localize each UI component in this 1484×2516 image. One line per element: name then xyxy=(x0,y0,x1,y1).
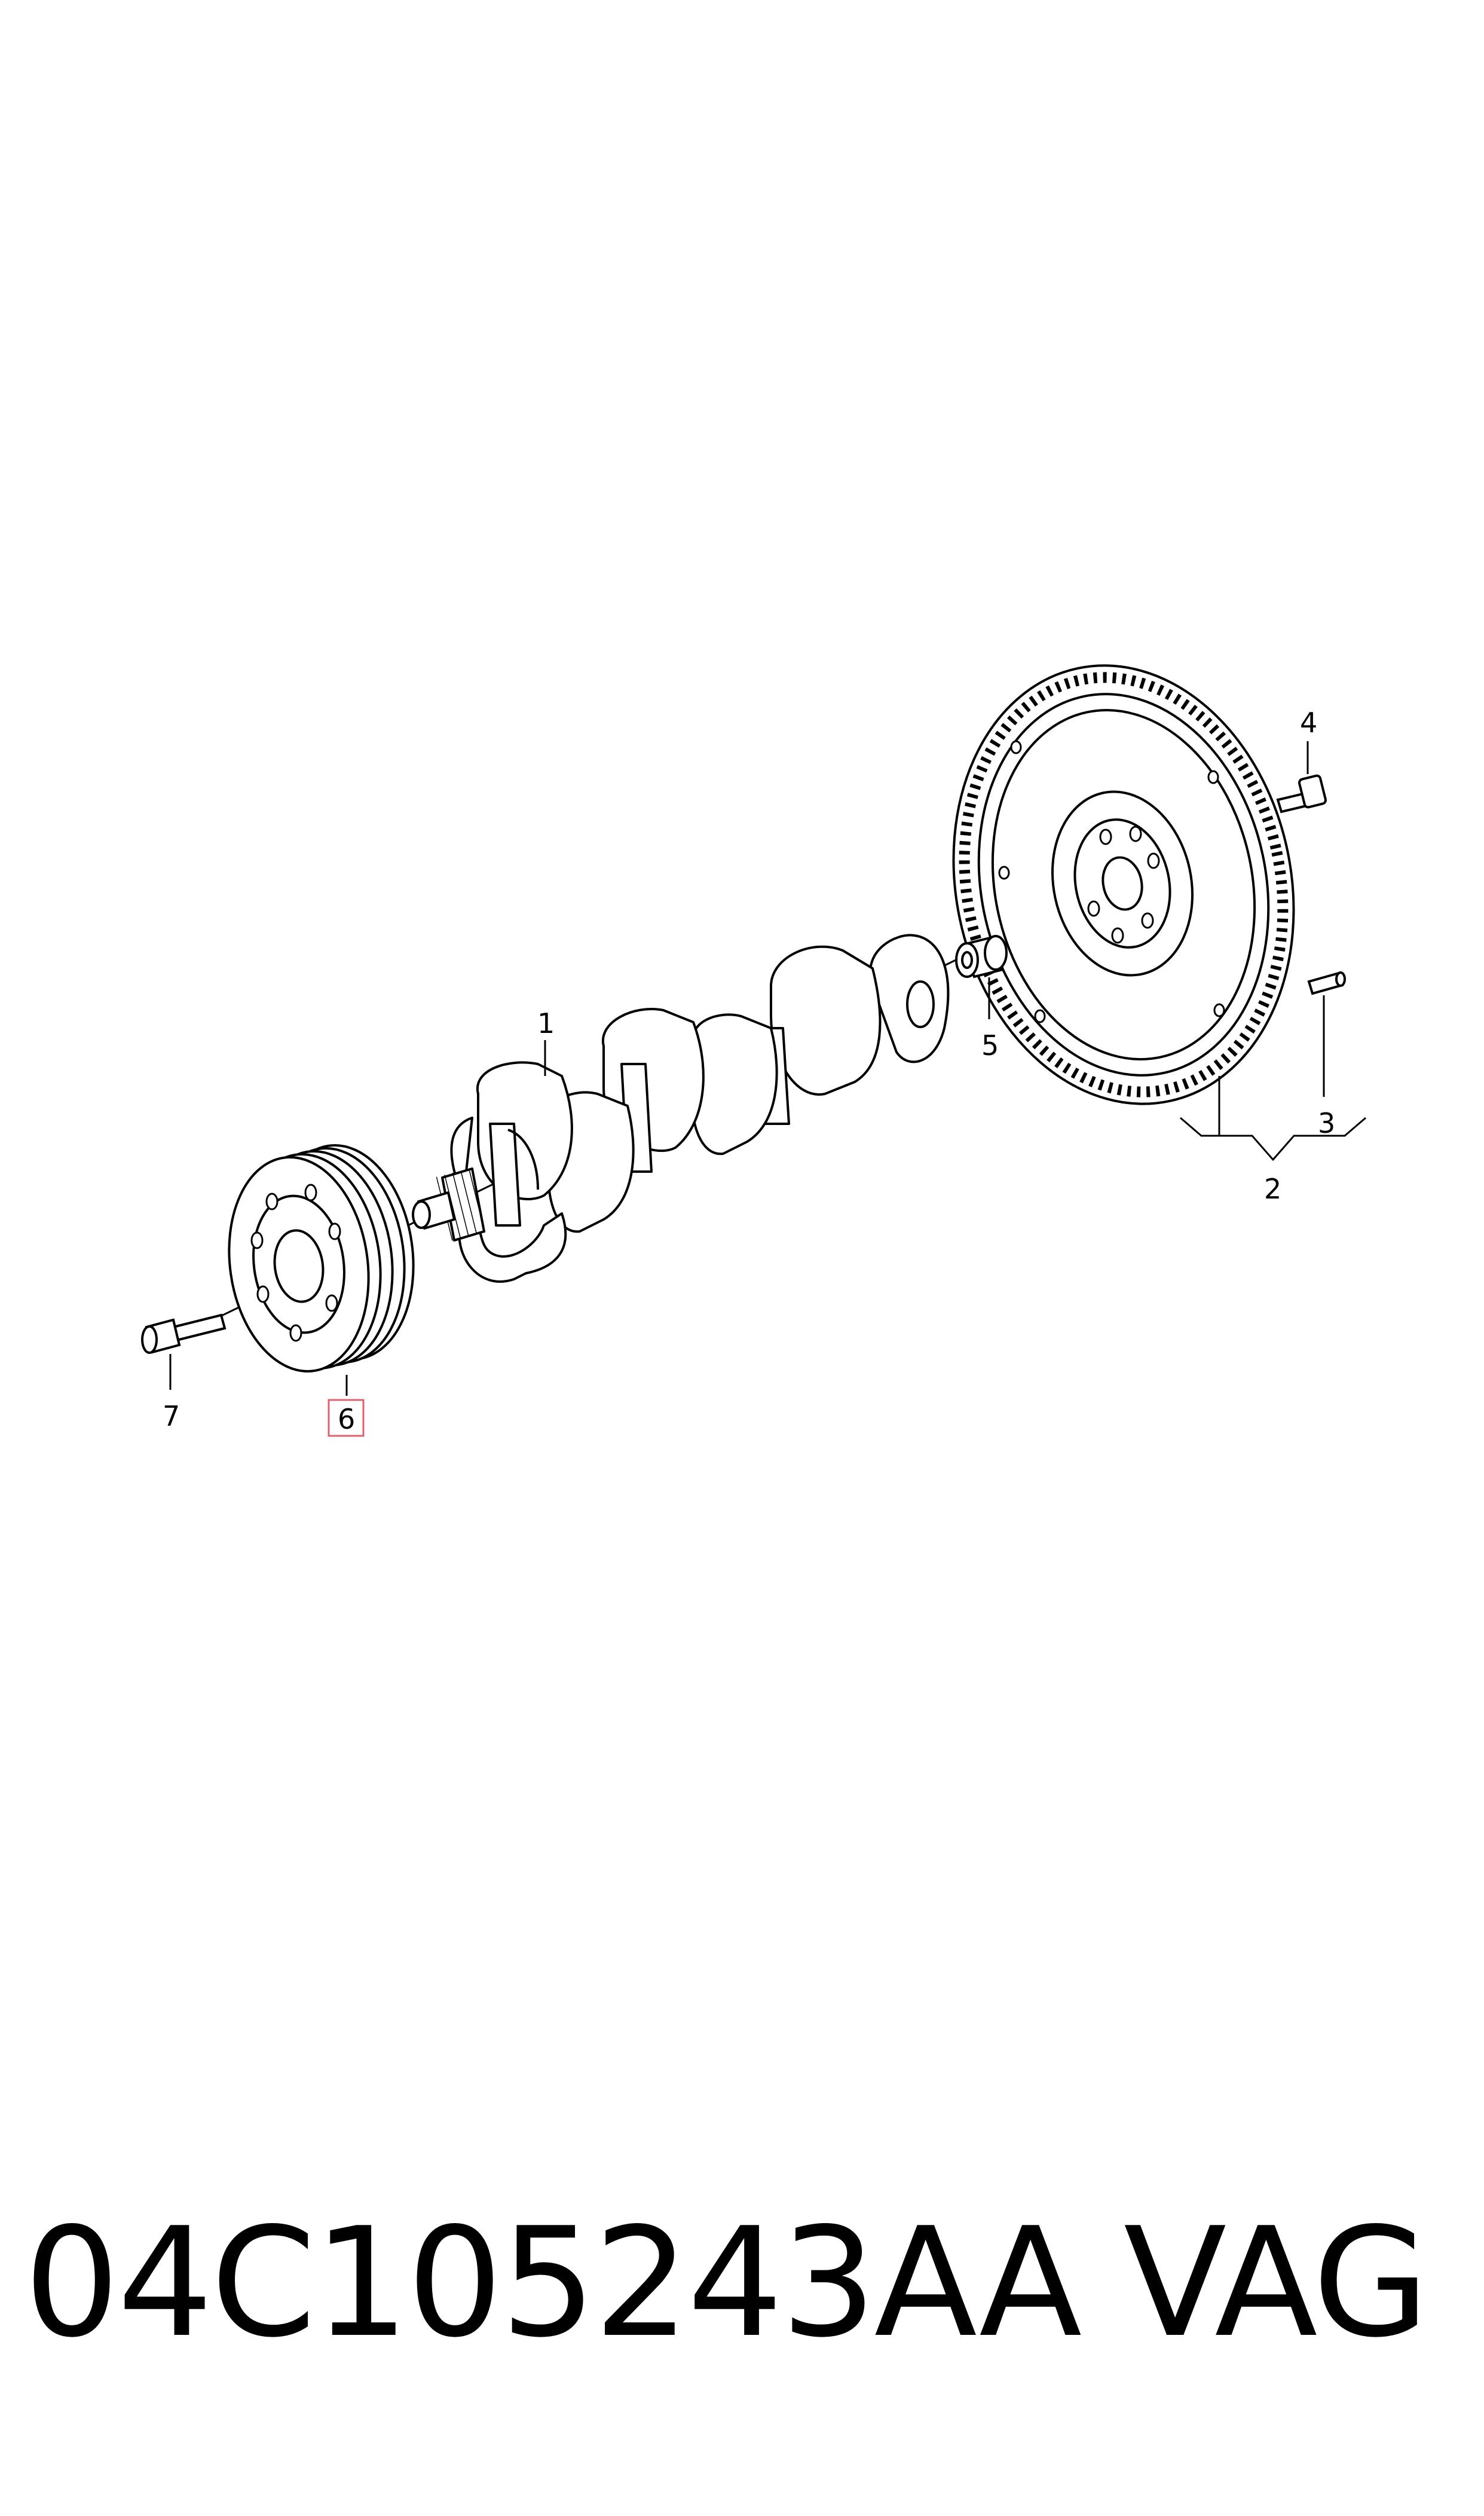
pulley-bolt[interactable] xyxy=(141,1313,227,1354)
callout-pulley-highlighted[interactable]: 6 xyxy=(328,1399,365,1437)
callout-pulley-bolt: 7 xyxy=(163,1400,180,1432)
leader-lines xyxy=(169,741,1366,1396)
callout-dowel-pin: 3 xyxy=(1318,1107,1335,1139)
flywheel-bolt-holes xyxy=(998,740,1225,1023)
callout-pulley: 6 xyxy=(338,1403,355,1435)
highlight-box xyxy=(328,1399,365,1437)
callout-needle-bearing: 5 xyxy=(981,1029,999,1062)
part-number: 04C105243AA xyxy=(24,2196,1082,2371)
flywheel-ring-gear xyxy=(959,672,1289,1097)
crankshaft[interactable] xyxy=(412,934,950,1283)
brand-name: VAG xyxy=(1124,2196,1430,2371)
flywheel-bolt[interactable] xyxy=(1276,774,1327,814)
callout-flywheel-bolt: 4 xyxy=(1300,707,1317,739)
needle-bearing[interactable] xyxy=(955,935,1008,979)
callout-crankshaft: 1 xyxy=(537,1007,555,1040)
crankshaft-pulley[interactable] xyxy=(216,1136,427,1381)
footer-caption: 04C105243AA VAG xyxy=(24,2206,1458,2361)
callout-flywheel-assembly: 2 xyxy=(1264,1173,1281,1205)
flywheel[interactable] xyxy=(914,634,1333,1136)
dowel-pin[interactable] xyxy=(1307,971,1346,995)
pulley-bolt-holes xyxy=(250,1184,341,1342)
